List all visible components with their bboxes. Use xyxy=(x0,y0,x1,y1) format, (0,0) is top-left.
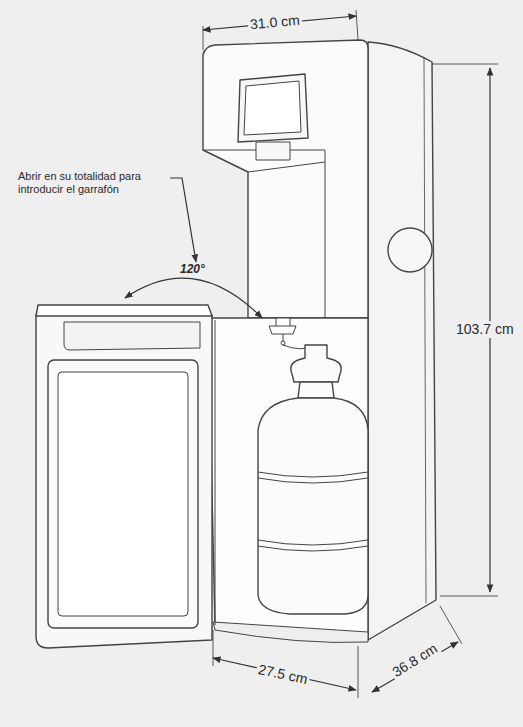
width-dimension: 31.0 cm xyxy=(247,12,302,33)
side-depth-dimension: 36.8 cm xyxy=(388,639,443,682)
angle-label: 120° xyxy=(178,262,207,276)
depth-dimension: 27.5 cm xyxy=(255,661,311,689)
height-dimension: 103.7 cm xyxy=(454,321,516,338)
callout-note: Abrir en su totalidad para introducir el… xyxy=(18,170,168,196)
